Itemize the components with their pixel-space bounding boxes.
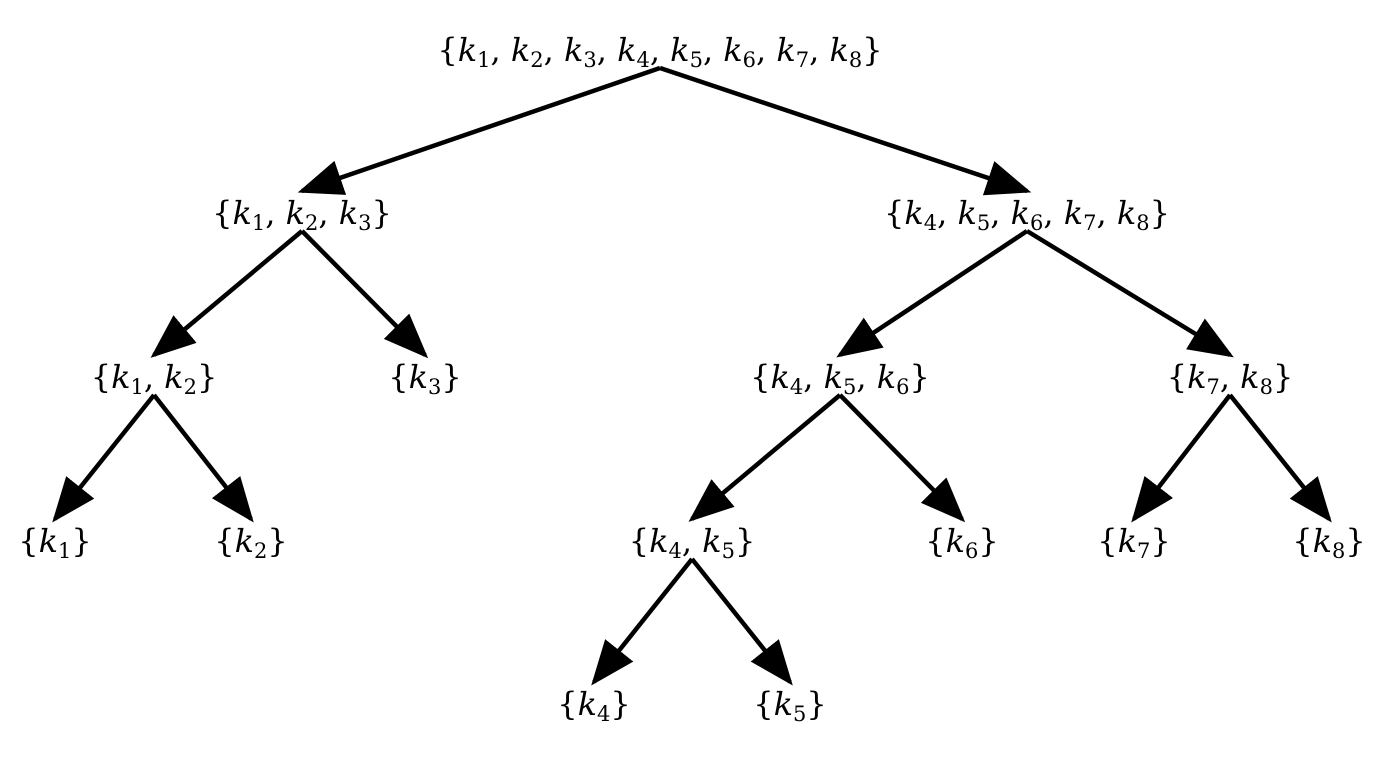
edge-n0-n2 [659, 65, 1032, 196]
edge-n9-n14 [690, 557, 793, 686]
tree-node-n3: {k1, k2} [91, 358, 218, 399]
edge-n2-n6 [1025, 229, 1234, 358]
node-layer: {k1, k2, k3, k4, k5, k6, k7, k8} {k1, k2,… [18, 31, 1365, 726]
tree-node-n5: {k4, k5, k6} [750, 358, 930, 399]
tree-node-n13: {k4} [557, 685, 630, 726]
tree-node-n0: {k1, k2, k3, k4, k5, k6, k7, k8} [437, 31, 882, 72]
edge-n9-n13 [591, 557, 694, 686]
tree-node-n2: {k4, k5, k6, k7, k8} [884, 194, 1170, 235]
edge-n0-n1 [297, 65, 661, 195]
tree-node-n6: {k7, k8} [1167, 358, 1294, 399]
edge-n1-n4 [300, 229, 429, 359]
tree-node-n14: {k5} [753, 685, 826, 726]
edge-n5-n9 [688, 393, 842, 522]
edge-n3-n7 [52, 393, 156, 523]
edge-n3-n8 [152, 393, 254, 523]
tree-node-n12: {k8} [1292, 522, 1365, 563]
tree-node-n8: {k2} [214, 522, 287, 563]
edge-n6-n11 [1131, 393, 1232, 523]
tree-node-n4: {k3} [388, 358, 461, 399]
edge-n1-n3 [150, 229, 304, 358]
edge-n5-n10 [838, 393, 966, 523]
tree-node-n1: {k1, k2, k3} [212, 194, 392, 235]
edge-n6-n12 [1228, 393, 1332, 523]
tree-node-n10: {k6} [925, 522, 998, 563]
edge-n2-n5 [836, 229, 1029, 358]
tree-node-n9: {k4, k5} [629, 522, 756, 563]
tree-node-n11: {k7} [1097, 522, 1170, 563]
tree-node-n7: {k1} [18, 522, 91, 563]
edge-layer [52, 65, 1332, 686]
